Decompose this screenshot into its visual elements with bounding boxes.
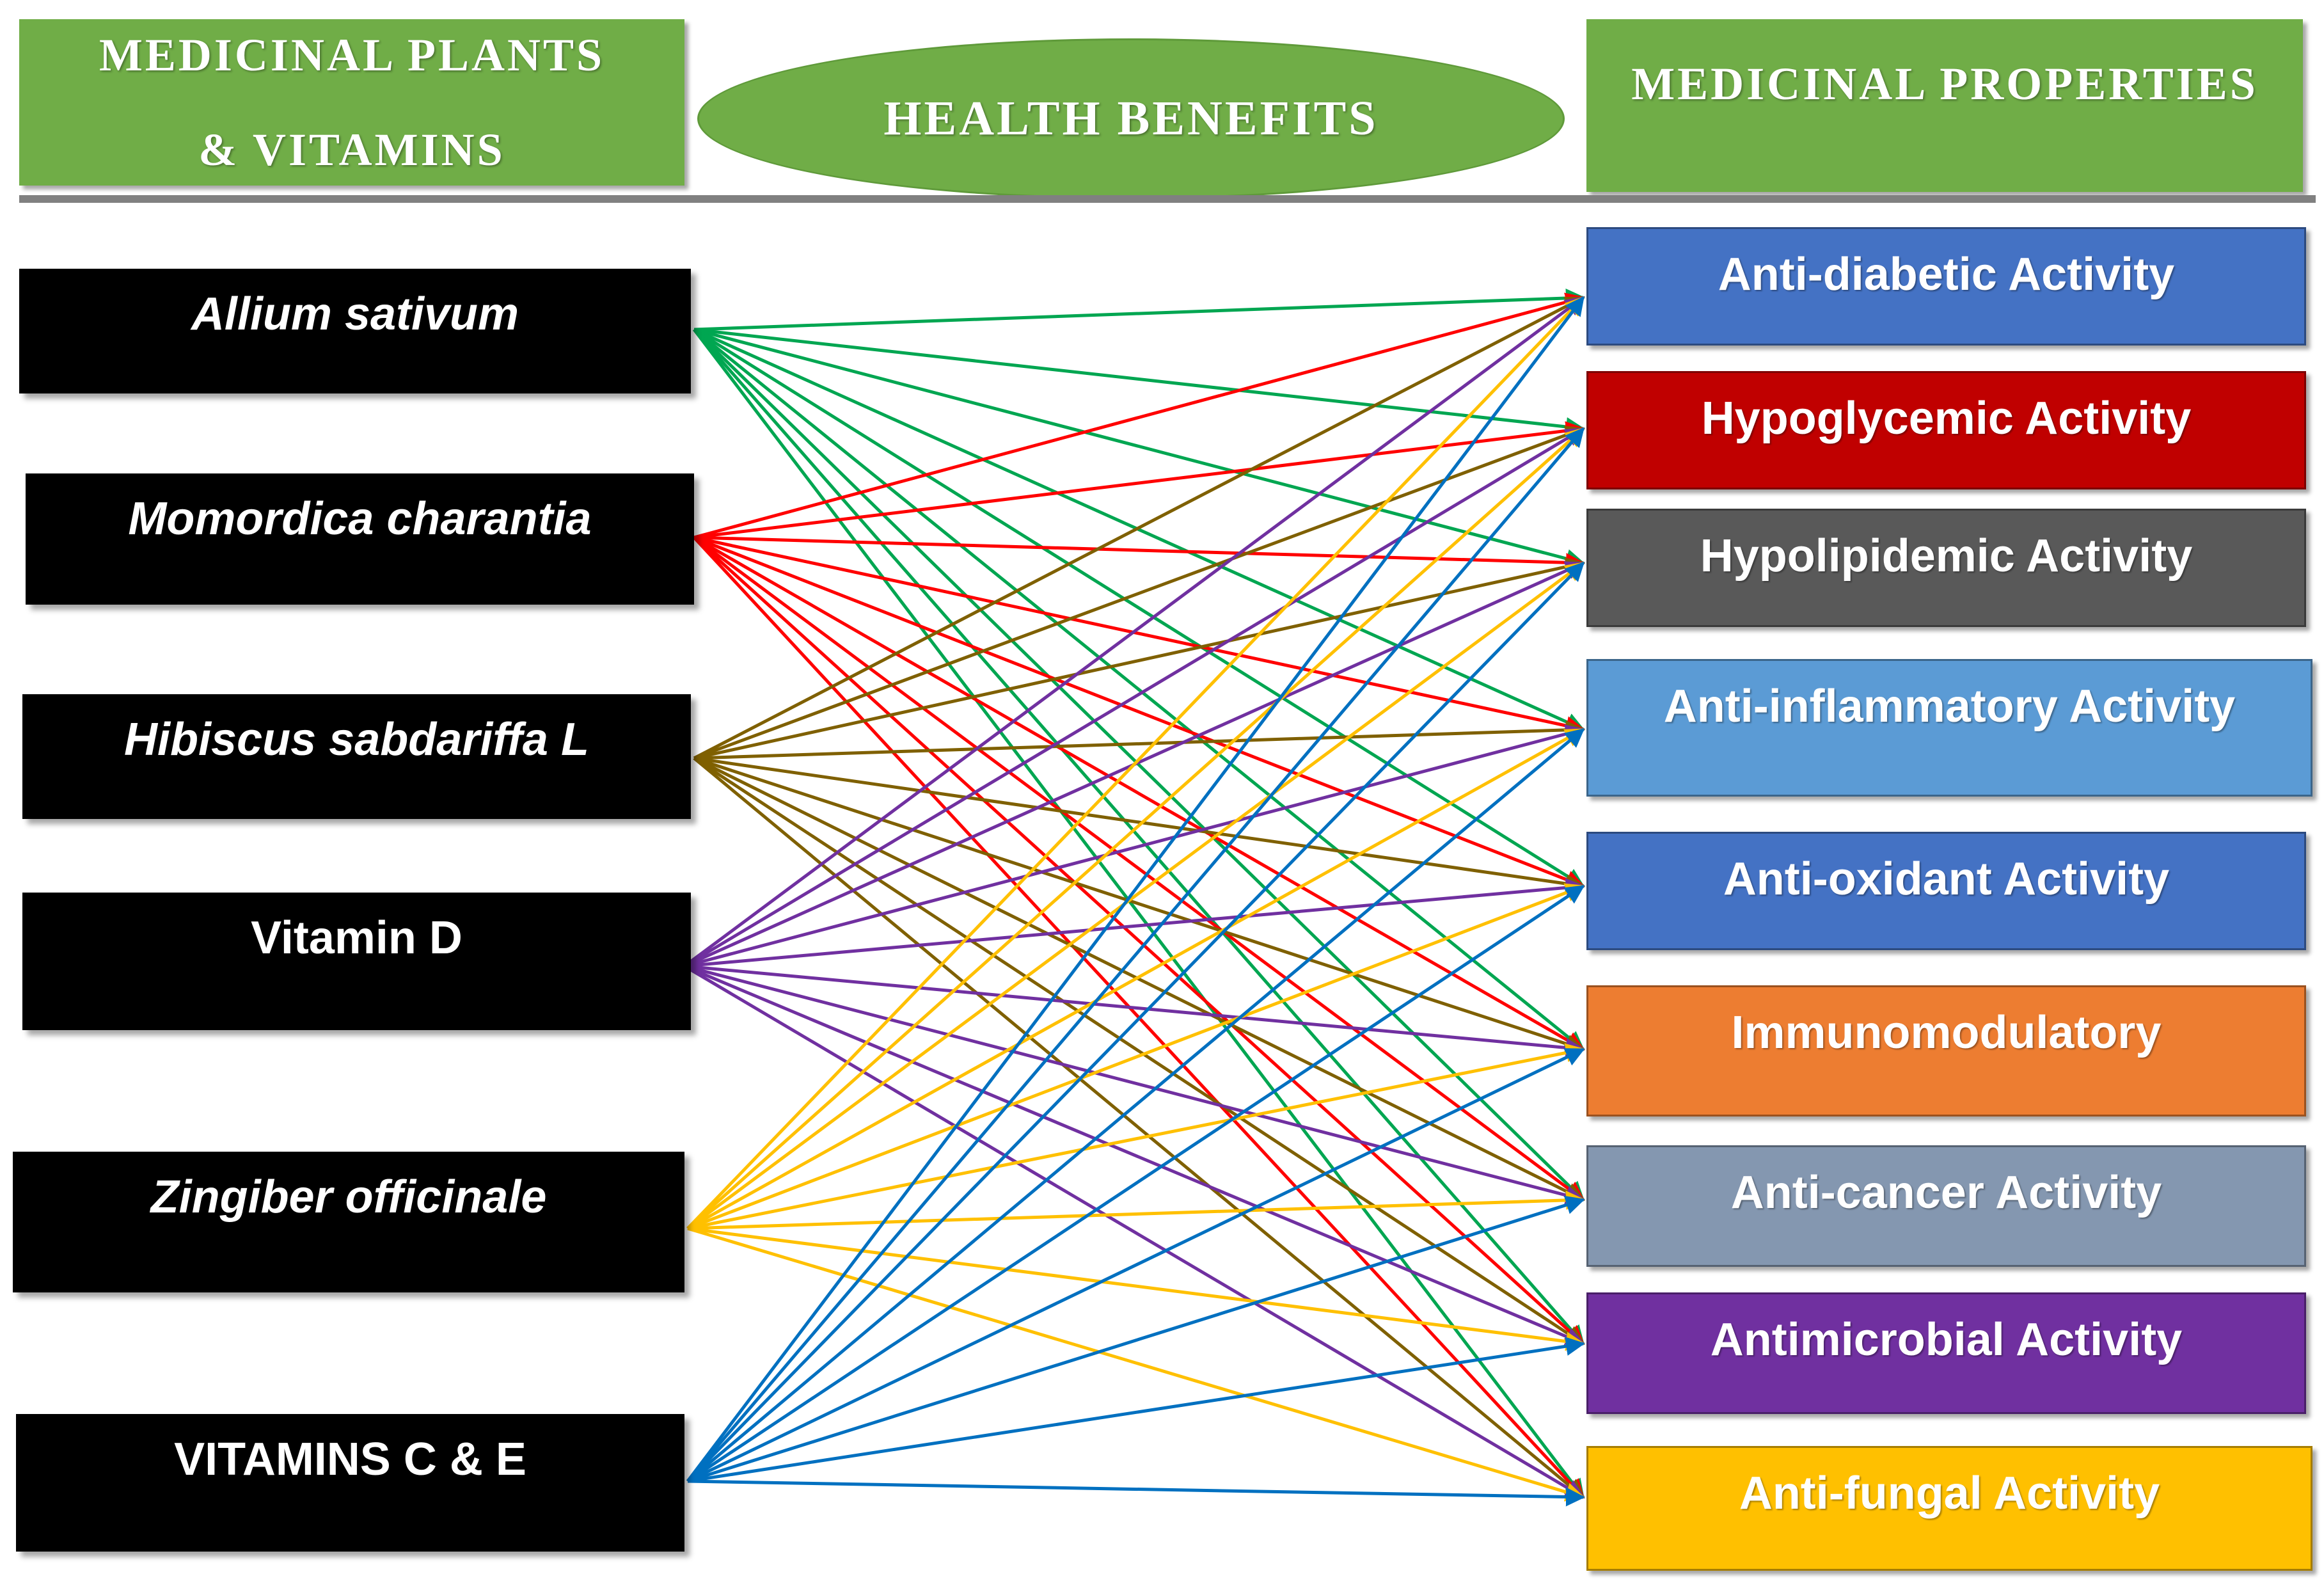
- arrow-0-to-5: [693, 328, 1585, 1051]
- arrow-4-to-6: [687, 1190, 1585, 1230]
- target-label: Anti-fungal Activity: [1739, 1468, 2160, 1519]
- arrow-3-to-8: [683, 964, 1585, 1499]
- target-anti-diabetic: Anti-diabetic Activity: [1586, 227, 2306, 346]
- source-label: Allium sativum: [191, 289, 519, 340]
- target-hypoglycemic: Hypoglycemic Activity: [1586, 371, 2306, 489]
- source-label: Momordica charantia: [128, 493, 592, 544]
- arrow-5-to-2: [686, 561, 1585, 1482]
- arrow-2-to-3: [693, 720, 1585, 760]
- arrow-2-to-2: [693, 557, 1585, 760]
- arrow-3-to-3: [684, 724, 1585, 968]
- target-anti-oxidant: Anti-oxidant Activity: [1586, 832, 2306, 950]
- arrow-0-to-1: [693, 328, 1585, 436]
- source-momordica-charantia: Momordica charantia: [26, 473, 694, 605]
- target-label: Anti-diabetic Activity: [1718, 249, 2175, 300]
- arrow-4-to-3: [686, 727, 1585, 1230]
- arrow-2-to-1: [693, 425, 1585, 760]
- header-divider: [19, 195, 2316, 203]
- arrow-4-to-7: [687, 1227, 1585, 1351]
- source-label: Zingiber officinale: [150, 1172, 547, 1223]
- arrow-1-to-2: [693, 536, 1585, 573]
- arrow-5-to-3: [686, 728, 1585, 1482]
- arrow-3-to-6: [684, 964, 1585, 1205]
- arrow-3-to-7: [684, 964, 1585, 1346]
- arrow-0-to-4: [693, 328, 1585, 888]
- arrow-4-to-1: [686, 427, 1585, 1230]
- target-label: Hypoglycemic Activity: [1701, 393, 2192, 444]
- source-hibiscus-sabdariffa: Hibiscus sabdariffa L: [22, 694, 691, 819]
- target-anti-cancer: Anti-cancer Activity: [1586, 1145, 2306, 1267]
- target-anti-fungal: Anti-fungal Activity: [1586, 1446, 2312, 1571]
- arrow-1-to-3: [693, 536, 1585, 735]
- arrow-0-to-8: [693, 328, 1585, 1499]
- arrow-3-to-1: [683, 427, 1585, 968]
- arrow-1-to-1: [693, 421, 1585, 539]
- header-medicinal-plants-vitamins: MEDICINAL PLANTS & VITAMINS: [19, 19, 684, 186]
- arrow-1-to-5: [693, 536, 1585, 1051]
- arrow-2-to-8: [693, 757, 1585, 1498]
- arrow-0-to-6: [693, 328, 1585, 1202]
- header-plants-line2: & VITAMINS: [198, 124, 505, 175]
- arrow-4-to-0: [686, 296, 1585, 1230]
- arrow-4-to-5: [687, 1043, 1585, 1230]
- arrow-5-to-7: [687, 1337, 1585, 1483]
- target-label: Anti-cancer Activity: [1730, 1167, 2162, 1218]
- arrow-1-to-7: [693, 536, 1585, 1346]
- arrow-1-to-6: [693, 536, 1585, 1202]
- source-label: Vitamin D: [251, 912, 462, 964]
- target-hypolipidemic: Hypolipidemic Activity: [1586, 509, 2306, 627]
- target-antimicrobial: Antimicrobial Activity: [1586, 1292, 2306, 1414]
- arrow-5-to-8: [687, 1479, 1585, 1507]
- target-anti-inflammatory: Anti-inflammatory Activity: [1586, 659, 2312, 797]
- arrow-4-to-4: [687, 883, 1585, 1230]
- target-immunomodulatory: Immunomodulatory: [1586, 985, 2306, 1116]
- arrow-5-to-0: [686, 296, 1585, 1482]
- arrow-3-to-5: [684, 964, 1585, 1058]
- arrow-5-to-5: [686, 1047, 1585, 1483]
- arrow-2-to-0: [693, 296, 1585, 760]
- target-label: Antimicrobial Activity: [1710, 1314, 2183, 1365]
- arrow-3-to-0: [683, 296, 1585, 968]
- target-label: Anti-inflammatory Activity: [1663, 681, 2236, 732]
- arrow-5-to-4: [686, 884, 1585, 1483]
- arrow-4-to-2: [686, 561, 1585, 1230]
- header-health-benefits: HEALTH BENEFITS: [697, 38, 1565, 199]
- arrow-0-to-2: [693, 328, 1585, 568]
- source-vitamins-c-e: VITAMINS C & E: [16, 1414, 684, 1552]
- arrow-2-to-4: [693, 756, 1585, 894]
- header-medicinal-properties: MEDICINAL PROPERTIES: [1586, 19, 2303, 192]
- target-label: Hypolipidemic Activity: [1700, 530, 2193, 582]
- source-label: VITAMINS C & E: [174, 1434, 526, 1485]
- arrow-4-to-8: [687, 1227, 1585, 1502]
- arrow-3-to-4: [684, 878, 1585, 968]
- arrow-5-to-1: [686, 427, 1585, 1482]
- source-zingiber-officinale: Zingiber officinale: [13, 1152, 684, 1292]
- target-label: Immunomodulatory: [1731, 1007, 2162, 1058]
- source-vitamin-d: Vitamin D: [22, 893, 691, 1030]
- header-plants-line1: MEDICINAL PLANTS: [99, 29, 605, 81]
- arrow-5-to-6: [687, 1195, 1585, 1483]
- source-label: Hibiscus sabdariffa L: [124, 714, 589, 765]
- target-label: Anti-oxidant Activity: [1723, 854, 2170, 905]
- arrow-1-to-0: [693, 292, 1585, 539]
- arrow-1-to-4: [693, 536, 1585, 889]
- source-allium-sativum: Allium sativum: [19, 269, 691, 393]
- arrow-2-to-5: [693, 756, 1585, 1053]
- arrow-0-to-0: [693, 288, 1585, 331]
